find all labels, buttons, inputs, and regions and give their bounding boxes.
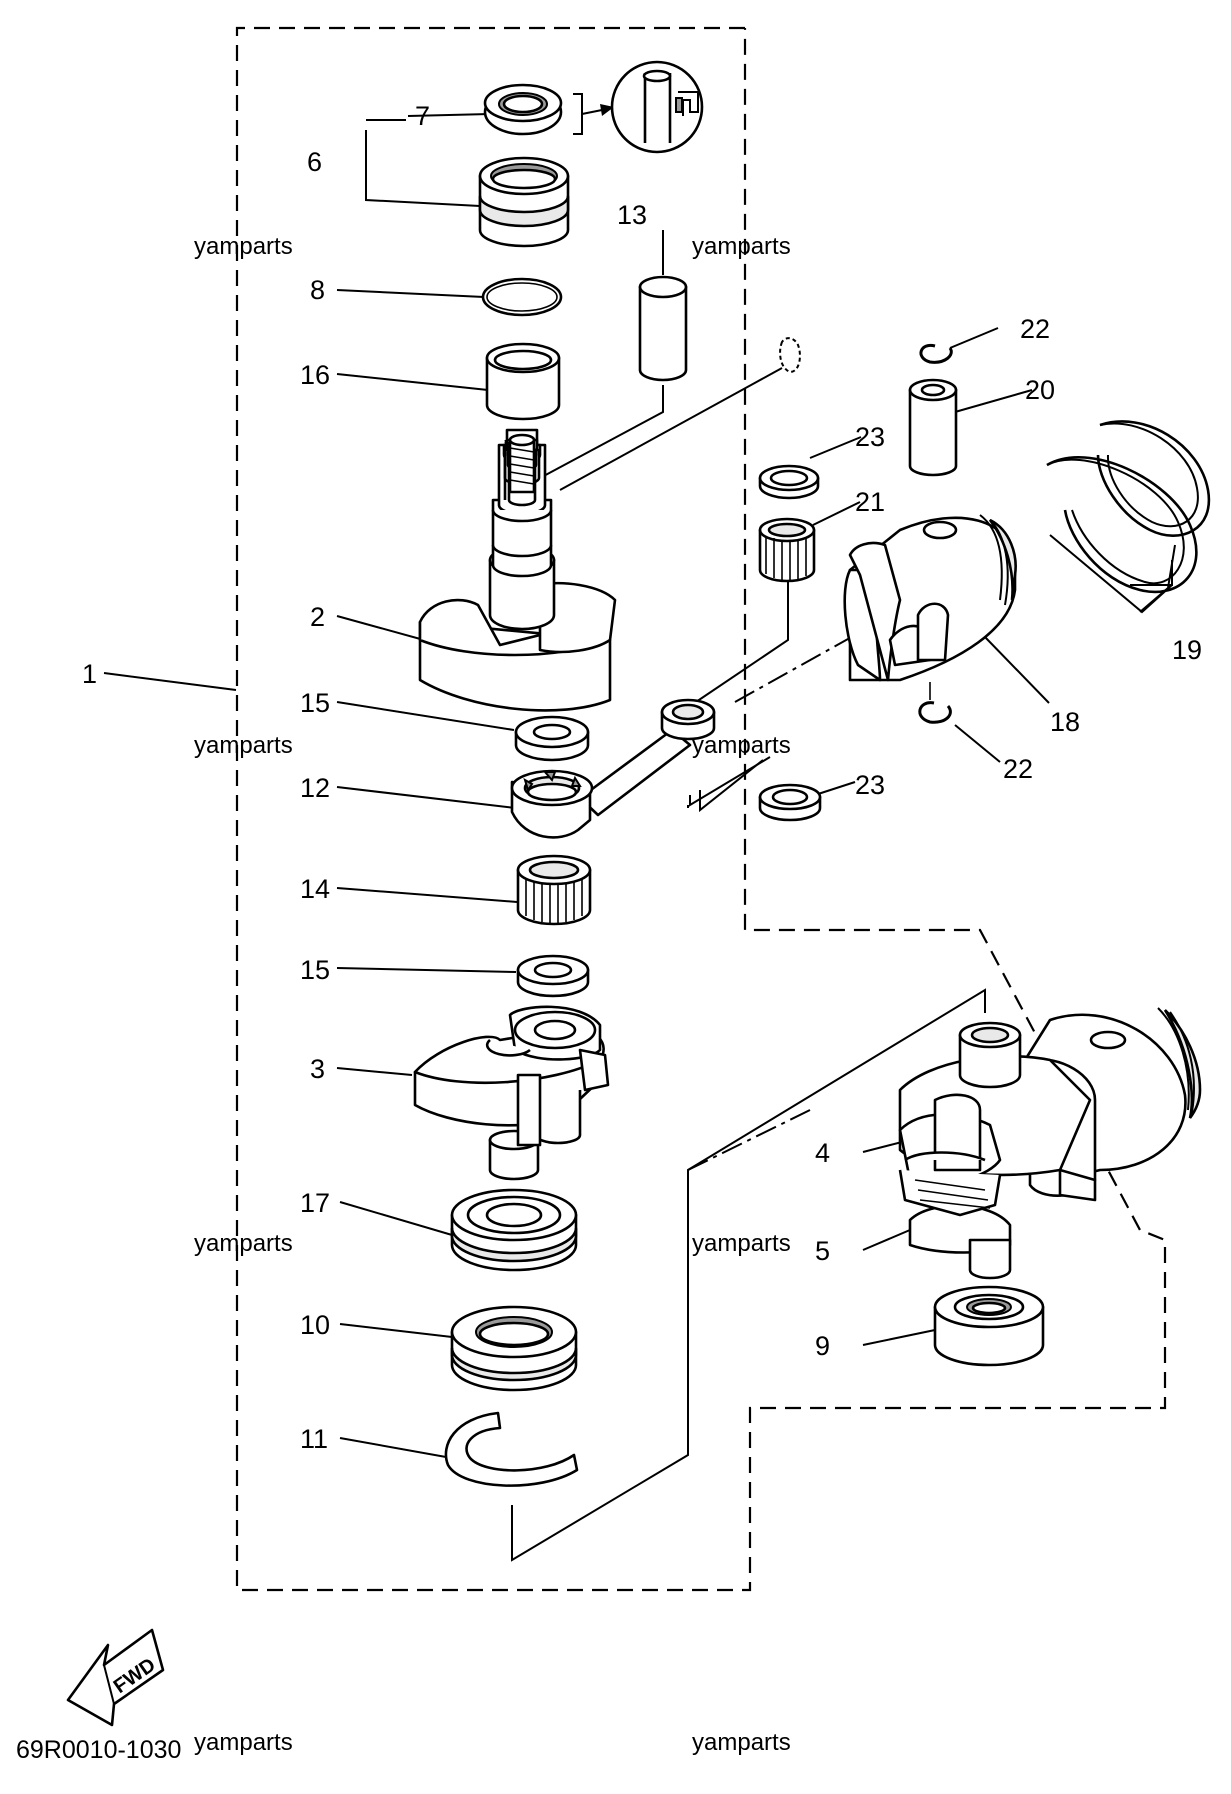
woodruff-key bbox=[779, 337, 801, 374]
callout-11: 11 bbox=[300, 1424, 328, 1454]
callout-4: 4 bbox=[815, 1138, 830, 1168]
callout-19: 19 bbox=[1172, 635, 1202, 665]
part-22-upper-piston-pin-clip bbox=[919, 343, 953, 364]
callout-16: 16 bbox=[300, 360, 330, 390]
callout-13: 13 bbox=[617, 200, 647, 230]
watermarks: yamparts yamparts yamparts yamparts yamp… bbox=[194, 233, 791, 1756]
watermark: yamparts bbox=[692, 1230, 791, 1257]
part-22-lower-piston-pin-clip bbox=[918, 701, 952, 724]
callout-23-lower: 23 bbox=[855, 770, 885, 800]
part-11-snap-ring bbox=[444, 1411, 579, 1487]
part-15-upper-thrust-washer bbox=[514, 715, 590, 762]
callout-8: 8 bbox=[310, 275, 325, 305]
callout-17: 17 bbox=[300, 1188, 330, 1218]
callout-15-upper: 15 bbox=[300, 688, 330, 718]
part-15-lower-thrust-washer bbox=[516, 954, 590, 998]
callout-22-lower: 22 bbox=[1003, 754, 1033, 784]
seal-detail-inset bbox=[573, 60, 704, 154]
callout-7: 7 bbox=[415, 101, 430, 131]
part-12-connecting-rod bbox=[510, 698, 716, 839]
callout-23-upper: 23 bbox=[855, 422, 885, 452]
callout-14: 14 bbox=[300, 874, 330, 904]
part-19-piston-rings bbox=[1046, 420, 1211, 594]
callout-3: 3 bbox=[310, 1054, 325, 1084]
part-13-dowel-pin bbox=[638, 275, 688, 382]
callout-20: 20 bbox=[1025, 375, 1055, 405]
callout-15-lower: 15 bbox=[300, 955, 330, 985]
part-23-upper-washer bbox=[758, 464, 820, 500]
callout-1: 1 bbox=[82, 659, 97, 689]
callout-12: 12 bbox=[300, 773, 330, 803]
watermark: yamparts bbox=[692, 1729, 791, 1756]
part-17-seal-housing bbox=[450, 1188, 578, 1272]
part-2-upper-crankshaft bbox=[418, 428, 617, 712]
part-18-piston bbox=[843, 514, 1017, 682]
watermark: yamparts bbox=[194, 732, 293, 759]
part-3-lower-crank-web bbox=[413, 1005, 610, 1181]
part-4-5-crankshaft-assembly bbox=[898, 1007, 1202, 1280]
part-9-ball-bearing bbox=[933, 1285, 1045, 1367]
watermark: yamparts bbox=[194, 1729, 293, 1756]
callout-6: 6 bbox=[307, 147, 322, 177]
crankshaft-assembly-boundary bbox=[235, 26, 1167, 1592]
watermark: yamparts bbox=[194, 233, 293, 260]
leader-lines bbox=[103, 113, 1176, 1458]
callout-18: 18 bbox=[1050, 707, 1080, 737]
part-14-needle-bearing bbox=[516, 854, 592, 926]
callout-21: 21 bbox=[855, 487, 885, 517]
part-16-bushing bbox=[485, 342, 561, 421]
watermark: yamparts bbox=[692, 233, 791, 260]
callout-5: 5 bbox=[815, 1236, 830, 1266]
part-23-lower-washer bbox=[758, 783, 822, 822]
fwd-arrow-icon: FWD bbox=[66, 1628, 165, 1727]
callout-10: 10 bbox=[300, 1310, 330, 1340]
part-20-piston-pin bbox=[908, 378, 958, 477]
part-8-o-ring bbox=[481, 277, 563, 317]
watermark: yamparts bbox=[692, 732, 791, 759]
assembly-guide-lines bbox=[511, 367, 986, 1562]
callout-2: 2 bbox=[310, 602, 325, 632]
drawing-code: 69R0010-1030 bbox=[16, 1736, 181, 1764]
callout-9: 9 bbox=[815, 1331, 830, 1361]
part-10-lower-bearing bbox=[450, 1305, 578, 1392]
watermark: yamparts bbox=[194, 1230, 293, 1257]
callout-22-upper: 22 bbox=[1020, 314, 1050, 344]
part-6-bearing-housing bbox=[478, 156, 570, 248]
callout-labels: 1 2 3 4 5 6 7 8 9 10 11 12 13 14 15 15 1… bbox=[82, 101, 1202, 1454]
part-21-small-end-bearing bbox=[758, 517, 816, 583]
part-7-oil-seal bbox=[483, 83, 563, 136]
